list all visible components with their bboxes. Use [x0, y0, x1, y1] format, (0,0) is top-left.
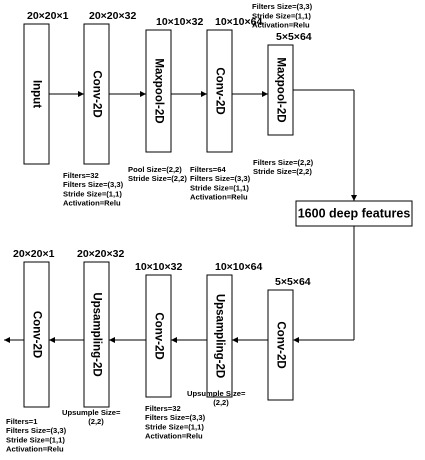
- encoder-param-2-0: Pool Size=(2,2): [128, 165, 182, 174]
- decoder-param-3-0: Upsumple Size=: [62, 408, 121, 417]
- encoder-block-label-3: Conv-2D: [213, 67, 225, 114]
- decoder-arrow-head-3: [49, 337, 55, 343]
- encoder-arrow-head-1: [140, 91, 146, 97]
- decoder-param-2-1: Filters Size=(3,3): [145, 413, 206, 422]
- encoder-block-1: [83, 23, 110, 165]
- decoder-block-label-2: Conv-2D: [152, 312, 164, 359]
- encoder-param-4-1: Stride Size=(2,2): [253, 167, 312, 176]
- decoder-param-0-0: Filters=64: [252, 0, 288, 2]
- encoder-param-1-0: Filters=32: [63, 171, 99, 180]
- encoder-param-1-3: Activation=Relu: [63, 199, 121, 208]
- encoder-dim-label-4: 5×5×64: [276, 31, 312, 43]
- encoder-arrow-head-2: [201, 91, 207, 97]
- decoder-block-label-4: Conv-2D: [30, 311, 42, 358]
- encoder-block-label-0: Input: [30, 80, 42, 108]
- decoder-dim-label-0: 5×5×64: [275, 276, 311, 288]
- decoder-arrow-head-0: [232, 337, 238, 343]
- decoder-param-0-2: Stride Size=(1,1): [252, 11, 311, 20]
- decoder-param-3-1: (2,2): [88, 417, 104, 426]
- decoder-dim-label-1: 10×10×64: [215, 261, 262, 273]
- encoder-param-3-0: Filters=64: [190, 165, 226, 174]
- encoder-param-2-1: Stride Size=(2,2): [128, 174, 187, 183]
- encoder-dim-label-0: 20×20×1: [27, 10, 69, 22]
- encoder-block-2: [145, 29, 172, 153]
- encoder-arrow-head-0: [78, 91, 84, 97]
- decoder-block-label-0: Conv-2D: [274, 321, 286, 368]
- decoder-block-3: [83, 261, 110, 408]
- encoder-block-3: [206, 29, 233, 153]
- decoder-block-4: [23, 261, 50, 408]
- features-label: 1600 deep features: [298, 206, 411, 220]
- encoder-param-1-1: Filters Size=(3,3): [63, 180, 124, 189]
- decoder-arrow-head-1: [171, 337, 177, 343]
- decoder-dim-label-4: 20×20×1: [13, 248, 55, 260]
- encoder-param-3-1: Filters Size=(3,3): [190, 174, 251, 183]
- encoder-param-1-2: Stride Size=(1,1): [63, 189, 122, 198]
- encoder-param-4-0: Filters Size=(2,2): [253, 158, 314, 167]
- encoder-dim-label-3: 10×10×64: [215, 16, 262, 28]
- output-arrow-head: [4, 337, 10, 343]
- decoder-block-label-1: Upsampling-2D: [213, 294, 225, 378]
- decoder-param-4-1: Filters Size=(3,3): [6, 426, 67, 435]
- decoder-dim-label-2: 10×10×32: [135, 261, 182, 273]
- connector-bottom-head: [293, 337, 299, 343]
- encoder-block-0: [23, 23, 50, 165]
- encoder-block-label-1: Conv-2D: [90, 70, 102, 117]
- decoder-param-1-1: (2,2): [213, 398, 229, 407]
- decoder-block-label-3: Upsampling-2D: [90, 292, 102, 376]
- encoder-param-3-2: Stride Size=(1,1): [190, 183, 249, 192]
- decoder-block-0: [267, 289, 294, 401]
- encoder-dim-label-2: 10×10×32: [156, 16, 203, 28]
- decoder-param-0-1: Filters Size=(3,3): [252, 2, 313, 11]
- decoder-block-1: [206, 274, 233, 398]
- encoder-param-3-3: Activation=Relu: [190, 193, 248, 202]
- decoder-param-2-2: Stride Size=(1,1): [145, 422, 204, 431]
- encoder-arrow-head-3: [262, 91, 268, 97]
- decoder-param-1-0: Upsumple Size=: [187, 389, 246, 398]
- decoder-block-2: [145, 274, 172, 398]
- decoder-param-0-3: Activation=Relu: [252, 21, 310, 30]
- connector-top-head: [351, 195, 357, 201]
- decoder-param-4-3: Activation=Relu: [6, 445, 64, 454]
- decoder-param-4-0: Filters=1: [6, 417, 38, 426]
- encoder-block-label-4: Maxpool-2D: [274, 57, 286, 122]
- decoder-arrow-head-2: [109, 337, 115, 343]
- decoder-param-2-0: Filters=32: [145, 404, 181, 413]
- decoder-param-2-3: Activation=Relu: [145, 432, 203, 441]
- encoder-dim-label-1: 20×20×32: [89, 10, 136, 22]
- encoder-block-4: [267, 44, 294, 136]
- decoder-dim-label-3: 20×20×32: [77, 248, 124, 260]
- encoder-block-label-2: Maxpool-2D: [152, 58, 164, 123]
- decoder-param-4-2: Stride Size=(1,1): [6, 435, 65, 444]
